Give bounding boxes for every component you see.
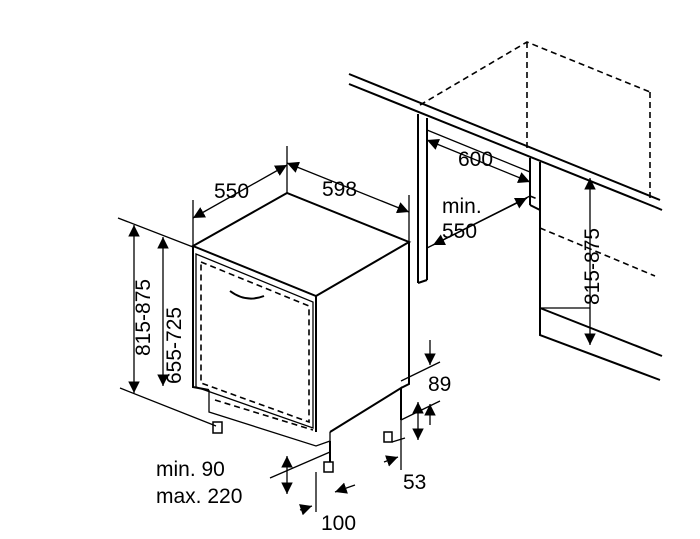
niche-width-label: 600	[458, 148, 493, 171]
setback-dimension	[299, 472, 356, 516]
niche-height-label: 815-875	[581, 228, 604, 305]
setback-label: 100	[321, 512, 356, 535]
foot-height-dimension	[383, 402, 424, 470]
width-dimension	[286, 161, 410, 242]
depth-label: 550	[214, 180, 249, 203]
plinth-height-label: 89	[428, 373, 451, 396]
foot-height-label: 53	[403, 471, 426, 494]
height-outer-dimension	[117, 217, 194, 393]
height-outer-label: 815-875	[132, 279, 155, 356]
max-220-label: max. 220	[156, 485, 242, 508]
niche-width-dimension	[426, 139, 531, 183]
niche-depth-dimension	[432, 197, 528, 246]
niche-cabinet	[348, 41, 663, 381]
width-label: 598	[322, 178, 357, 201]
niche-depth-label: 550	[442, 220, 477, 243]
niche-min-label: min.	[442, 195, 482, 218]
min-90-label: min. 90	[156, 458, 225, 481]
height-inner-label: 655-725	[163, 307, 186, 384]
plinth-depth-dimension	[269, 451, 331, 494]
